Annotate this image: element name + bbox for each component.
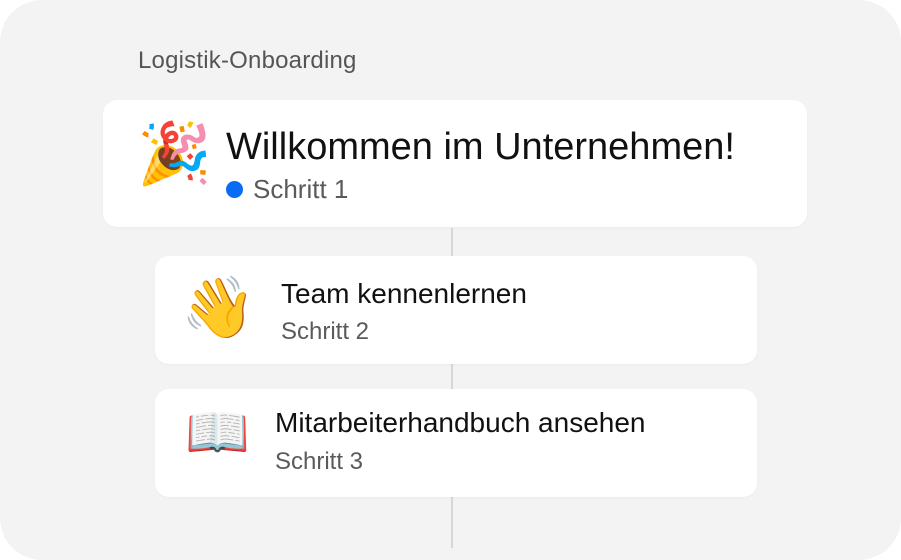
step-card-welcome[interactable]: 🎉 Willkommen im Unternehmen! Schritt 1: [103, 100, 807, 227]
step-title: Mitarbeiterhandbuch ansehen: [275, 407, 646, 438]
party-popper-icon: 🎉: [137, 119, 212, 189]
step-label: Schritt 1: [226, 174, 348, 205]
step-label: Schritt 3: [275, 448, 364, 475]
waving-hand-icon: 👋: [181, 273, 256, 343]
step-title: Willkommen im Unternehmen!: [226, 126, 735, 168]
section-title: Logistik-Onboarding: [138, 47, 357, 74]
step-label-text: Schritt 1: [253, 174, 349, 204]
active-step-indicator: [226, 181, 243, 198]
timeline-connector: [451, 228, 453, 548]
step-label: Schritt 2: [281, 318, 370, 345]
step-title: Team kennenlernen: [281, 278, 527, 309]
step-card-team[interactable]: 👋 Team kennenlernen Schritt 2: [155, 256, 757, 364]
step-card-handbook[interactable]: 📖 Mitarbeiterhandbuch ansehen Schritt 3: [155, 389, 757, 497]
open-book-icon: 📖: [185, 403, 250, 463]
